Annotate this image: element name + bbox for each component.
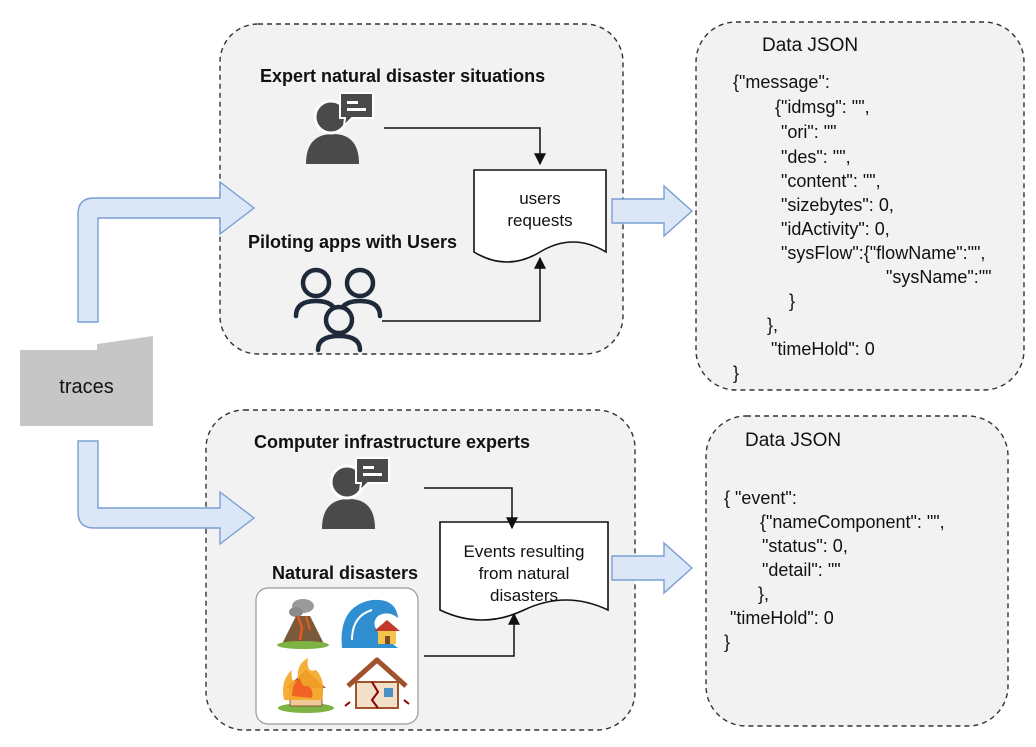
burning-house-icon <box>278 658 334 713</box>
json-bottom-line: }, <box>758 584 770 604</box>
flow-arrow-down <box>77 440 256 546</box>
natural-disasters-heading: Natural disasters <box>272 563 419 583</box>
flow-arrow-up <box>77 180 256 323</box>
group-of-users-icon <box>293 267 383 353</box>
json-bottom-line: { "event": <box>724 488 797 508</box>
json-top-line: "content": "", <box>781 171 881 191</box>
json-top-line: "ori": "" <box>781 122 837 142</box>
json-bottom-box <box>705 415 1009 727</box>
json-top-box <box>695 21 1025 391</box>
json-top-line: "idActivity": 0, <box>781 219 890 239</box>
json-top-line: } <box>789 291 796 311</box>
json-top-line: "sysFlow":{"flowName":"", <box>781 243 986 263</box>
users-requests-document <box>473 169 607 263</box>
connector-users-to-doc <box>382 256 546 322</box>
earthquake-cracked-house-icon <box>344 657 410 709</box>
expert-disaster-heading: Expert natural disaster situations <box>260 66 546 86</box>
users-requests-line-2: requests <box>507 211 573 230</box>
connector-expert-to-doc <box>384 127 546 166</box>
flow-arrow-to-json-top <box>611 184 694 238</box>
json-top-line: "sysName":"" <box>886 267 992 287</box>
json-bottom-line: "status": 0, <box>762 536 848 556</box>
json-bottom-line: "detail": "" <box>762 560 841 580</box>
json-top-line: } <box>733 363 740 383</box>
json-bottom-line: } <box>724 632 731 652</box>
infra-experts-heading: Computer infrastructure experts <box>254 432 531 452</box>
json-top-title: Data JSON <box>762 35 859 56</box>
tsunami-wave-icon <box>341 599 400 648</box>
json-bottom-line: "timeHold": 0 <box>730 608 834 628</box>
connector-disasters-to-doc <box>424 612 520 657</box>
json-top-line: "des": "", <box>781 147 851 167</box>
json-top-line: }, <box>767 315 779 335</box>
json-top-line: "timeHold": 0 <box>771 339 875 359</box>
volcano-icon <box>277 599 329 649</box>
events-label: Events resulting from natural disasters <box>440 541 608 607</box>
folder-label: traces <box>59 376 114 398</box>
connector-infra-expert-to-doc <box>424 487 518 530</box>
users-requests-line-1: users <box>519 189 561 208</box>
flow-arrow-to-json-bottom <box>611 541 694 595</box>
events-line-3: disasters <box>489 586 559 605</box>
folder-icon <box>20 336 153 426</box>
events-line-2: from natural <box>478 564 570 583</box>
json-bottom-line: {"nameComponent": "", <box>760 512 945 532</box>
json-bottom-title: Data JSON <box>745 430 842 451</box>
person-with-speech-bubble-icon <box>322 457 390 529</box>
users-heading: Piloting apps with Users <box>248 232 458 252</box>
events-document <box>439 521 609 621</box>
person-with-speech-bubble-icon <box>306 92 374 164</box>
json-top-line: {"message": <box>733 72 830 92</box>
json-top-line: "sizebytes": 0, <box>781 195 894 215</box>
json-top-line: {"idmsg": "", <box>775 97 870 117</box>
users-requests-label: users requests <box>474 188 606 232</box>
events-line-1: Events resulting <box>463 542 585 561</box>
